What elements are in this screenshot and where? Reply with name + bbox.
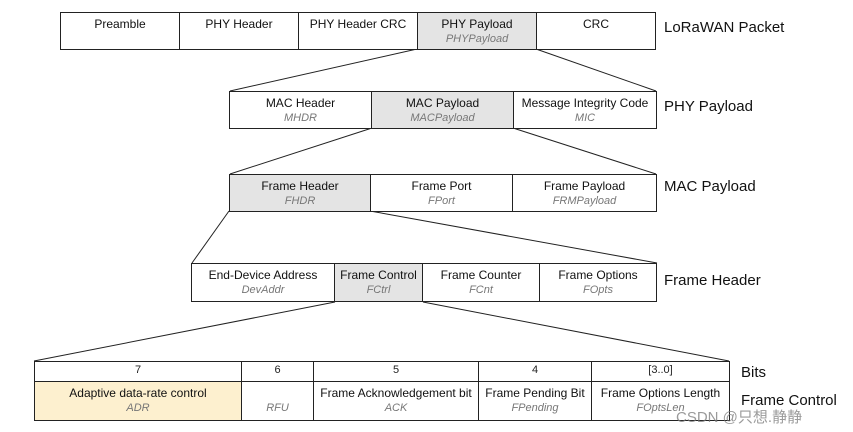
cell-fopts: Frame Options FOpts <box>539 263 657 302</box>
cell-frame-payload: Frame Payload FRMPayload <box>512 174 657 212</box>
label: MAC Header <box>265 96 336 110</box>
cell-fpending: Frame Pending Bit FPending <box>478 381 592 421</box>
abbr: PHYPayload <box>445 33 509 45</box>
cell-phy-header: PHY Header <box>179 12 299 50</box>
label: Frame Options <box>558 268 638 282</box>
row-label-mac-payload: MAC Payload <box>664 178 756 195</box>
cell-ack: Frame Acknowledgement bit ACK <box>313 381 479 421</box>
connector-mac-right <box>512 127 657 175</box>
bit-cell-7: 7 <box>34 361 242 382</box>
abbr: FOpts <box>583 284 613 296</box>
row-label-phy-payload: PHY Payload <box>664 98 753 115</box>
connector-phy-left <box>229 48 418 92</box>
cell-fcnt: Frame Counter FCnt <box>422 263 540 302</box>
cell-fctrl: Frame Control FCtrl <box>334 263 423 302</box>
abbr: FOptsLen <box>636 402 685 414</box>
cell-devaddr: End-Device Address DevAddr <box>191 263 335 302</box>
label: Frame Payload <box>543 179 626 193</box>
row-label-frame-control: Frame Control <box>741 392 837 409</box>
cell-mac-header: MAC Header MHDR <box>229 91 372 129</box>
cell-mic: Message Integrity Code MIC <box>513 91 657 129</box>
abbr: RFU <box>266 402 289 414</box>
bit-cell-4: 4 <box>478 361 592 382</box>
connector-phy-right <box>535 48 657 92</box>
label: Adaptive data-rate control <box>69 386 207 400</box>
bit-number: [3..0] <box>648 364 673 376</box>
abbr: MIC <box>574 112 596 124</box>
cell-phy-payload: PHY Payload PHYPayload <box>417 12 537 50</box>
label: MAC Payload <box>405 96 480 110</box>
abbr: FHDR <box>284 195 316 207</box>
connector-fctrl-left <box>33 301 336 362</box>
csdn-watermark: CSDN @只想.静静 <box>676 409 803 426</box>
bit-cell-3-0: [3..0] <box>591 361 730 382</box>
row-label-frame-header: Frame Header <box>664 272 761 289</box>
bit-cell-6: 6 <box>241 361 314 382</box>
row-label-bits: Bits <box>741 364 767 381</box>
bit-number: 4 <box>531 364 539 376</box>
label: Frame Acknowledgement bit <box>320 386 472 400</box>
label: Frame Counter <box>440 268 522 282</box>
cell-rfu: RFU <box>241 381 314 421</box>
connector-fhdr-right <box>369 210 658 264</box>
cell-phy-header-crc: PHY Header CRC <box>298 12 418 50</box>
bit-number: 7 <box>134 364 142 376</box>
connector-fctrl-right <box>422 301 730 362</box>
bit-number: 6 <box>274 364 281 376</box>
label: PHY Payload <box>441 17 513 31</box>
abbr: FCnt <box>469 284 493 296</box>
abbr: MACPayload <box>410 112 475 124</box>
label: Frame Pending Bit <box>485 386 585 400</box>
cell-adr: Adaptive data-rate control ADR <box>34 381 242 421</box>
abbr: ADR <box>126 402 150 414</box>
cell-crc: CRC <box>536 12 656 50</box>
bit-cell-5: 5 <box>313 361 479 382</box>
label: CRC <box>583 17 609 31</box>
cell-frame-header: Frame Header FHDR <box>229 174 371 212</box>
connector-fhdr-left <box>191 210 230 264</box>
row-label-lorawan-packet: LoRaWAN Packet <box>664 19 785 36</box>
label: Frame Options Length <box>600 386 721 400</box>
abbr: FPort <box>428 195 455 207</box>
abbr: MHDR <box>284 112 317 124</box>
cell-preamble: Preamble <box>60 12 180 50</box>
label: Frame Control <box>340 268 417 282</box>
cell-foptslen: Frame Options Length FOptsLen <box>591 381 730 421</box>
abbr: FCtrl <box>366 284 391 296</box>
abbr: FPending <box>511 402 559 414</box>
abbr: ACK <box>384 402 408 414</box>
label: Frame Header <box>261 179 339 193</box>
abbr: FRMPayload <box>552 195 617 207</box>
bit-number: 5 <box>392 364 400 376</box>
label: PHY Header <box>205 17 273 31</box>
label: End-Device Address <box>208 268 318 282</box>
cell-frame-port: Frame Port FPort <box>370 174 513 212</box>
label: PHY Header CRC <box>309 17 407 31</box>
label: Message Integrity Code <box>521 96 649 110</box>
abbr: DevAddr <box>241 284 285 296</box>
connector-mac-left <box>229 127 373 175</box>
label: Preamble <box>94 17 146 31</box>
label: Frame Port <box>411 179 472 193</box>
cell-mac-payload: MAC Payload MACPayload <box>371 91 514 129</box>
